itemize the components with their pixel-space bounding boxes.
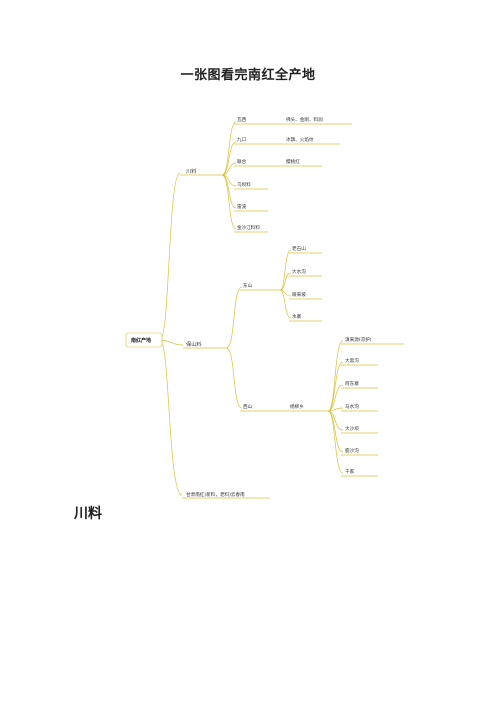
node-mayouliao: 乌坝料 <box>237 181 251 188</box>
node-dongshan-1: 老石山 <box>292 245 306 252</box>
node-dongshan: 东山 <box>243 282 253 289</box>
node-jinsha: 金沙江料料 <box>237 224 260 231</box>
node-xishan: 西山 <box>243 403 253 410</box>
node-dongshan-2: 大水沟 <box>292 268 306 275</box>
page-title: 一张图看完南红全产地 <box>180 68 316 83</box>
node-yangliu-1: 滇来源(凉护) <box>345 336 372 343</box>
branch-baoshan: 保山料 <box>186 340 202 348</box>
branch-others: 甘肃南红(新料，老料)云春南 <box>186 491 245 498</box>
root-node: 南红产地 <box>125 332 163 348</box>
note-lianhe: 樱桃红 <box>286 158 300 165</box>
node-yangliu-3: 阿东寨 <box>345 380 359 387</box>
branch-chuanliao: 川料 <box>186 167 196 175</box>
node-yangliu-6: 鹿沙沟 <box>345 447 359 454</box>
root-label: 南红产地 <box>131 337 151 344</box>
node-yangliu-5: 大沙坝 <box>345 425 359 432</box>
node-lagu: 瓦西 <box>237 117 247 123</box>
note-jiukou: 冰飘、火焰纹 <box>286 136 314 143</box>
node-yangliu-7: 干家 <box>345 468 355 475</box>
node-dongshan-3: 眼来坡 <box>292 291 306 298</box>
section-heading: 川料 <box>74 506 102 522</box>
node-yangliu: 杨柳乡 <box>290 403 304 410</box>
node-lianhe: 联合 <box>237 158 247 165</box>
node-leibo: 雷波 <box>237 203 247 210</box>
node-jiukou: 九口 <box>237 136 247 143</box>
node-dongshan-4: 水寨 <box>292 313 302 320</box>
note-lagu: 佛头、金刚、料润 <box>286 116 323 123</box>
node-yangliu-4: 马水沟 <box>345 403 359 410</box>
mindmap-connectors <box>159 121 404 499</box>
node-yangliu-2: 大黑沟 <box>345 357 359 364</box>
